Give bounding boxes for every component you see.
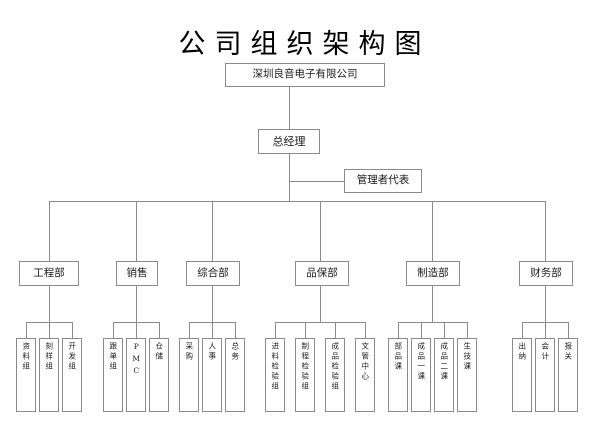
connector-bus-to-dept-manufacturing	[432, 201, 433, 261]
connector-gm-to-bus	[289, 154, 290, 201]
connector-drop-quality-3	[335, 322, 336, 338]
org-node-dept-quality-label: 品保部	[306, 266, 338, 279]
connector-drop-manufacturing-3	[444, 322, 445, 338]
org-node-company-label: 深圳良音电子有限公司	[252, 68, 358, 81]
org-leaf-engineering-1[interactable]: 资料组	[16, 338, 36, 412]
connector-drop-quality-1	[275, 322, 276, 338]
connector-dept-sales-stem	[136, 286, 137, 322]
connector-drop-manufacturing-4	[467, 322, 468, 338]
connector-dept-manufacturing-childbus	[398, 322, 468, 323]
connector-dept-finance-stem	[545, 286, 546, 322]
org-node-dept-manufacturing-label: 制造部	[417, 266, 449, 279]
org-leaf-sales-2-label: PMC	[131, 342, 141, 378]
org-leaf-manufacturing-2-label: 成品一课	[416, 342, 426, 382]
org-leaf-engineering-2-label: 刻样组	[44, 342, 54, 372]
org-leaf-sales-3-label: 仓储	[154, 342, 164, 362]
connector-dept-quality-stem	[320, 286, 321, 322]
org-leaf-manufacturing-1-label: 部品课	[393, 342, 403, 372]
connector-drop-engineering-2	[49, 322, 50, 338]
org-leaf-finance-2-label: 会计	[540, 342, 550, 362]
org-node-general-manager[interactable]: 总经理	[258, 129, 320, 154]
connector-drop-finance-3	[568, 322, 569, 338]
org-leaf-general-affairs-1[interactable]: 采购	[179, 338, 199, 412]
org-leaf-general-affairs-1-label: 采购	[184, 342, 194, 362]
org-leaf-general-affairs-3[interactable]: 总务	[225, 338, 245, 412]
org-node-dept-finance-label: 财务部	[530, 266, 562, 279]
org-leaf-engineering-2[interactable]: 刻样组	[39, 338, 59, 412]
connector-drop-general-affairs-2	[212, 322, 213, 338]
org-leaf-quality-1-label: 进料检验组	[270, 342, 280, 392]
connector-drop-quality-4	[365, 322, 366, 338]
connector-bus-to-dept-quality	[320, 201, 321, 261]
connector-company-to-gm	[289, 87, 290, 129]
org-node-dept-engineering[interactable]: 工程部	[19, 261, 79, 286]
org-leaf-manufacturing-4-label: 生技课	[462, 342, 472, 372]
org-leaf-quality-1[interactable]: 进料检验组	[265, 338, 285, 412]
connector-gm-to-rep	[289, 181, 345, 182]
org-leaf-finance-1-label: 出纳	[517, 342, 527, 362]
connector-bus-to-dept-sales	[136, 201, 137, 261]
connector-drop-sales-1	[113, 322, 114, 338]
org-node-dept-sales[interactable]: 销售	[116, 261, 158, 286]
org-leaf-manufacturing-3[interactable]: 成品二课	[434, 338, 454, 412]
connector-drop-manufacturing-2	[421, 322, 422, 338]
org-leaf-manufacturing-2[interactable]: 成品一课	[411, 338, 431, 412]
org-node-dept-general-affairs-label: 综合部	[197, 266, 229, 279]
org-leaf-sales-1-label: 跟单组	[108, 342, 118, 372]
org-leaf-finance-3[interactable]: 报关	[558, 338, 578, 412]
org-node-company[interactable]: 深圳良音电子有限公司	[225, 63, 385, 87]
connector-dept-quality-childbus	[275, 322, 365, 323]
connector-drop-sales-3	[159, 322, 160, 338]
org-leaf-engineering-3[interactable]: 开发组	[62, 338, 82, 412]
connector-drop-engineering-1	[26, 322, 27, 338]
org-node-dept-general-affairs[interactable]: 综合部	[186, 261, 240, 286]
org-leaf-general-affairs-2-label: 人事	[207, 342, 217, 362]
org-node-management-representative-label: 管理者代表	[356, 174, 410, 187]
connector-dept-manufacturing-stem	[432, 286, 433, 322]
connector-drop-general-affairs-1	[189, 322, 190, 338]
org-leaf-engineering-1-label: 资料组	[21, 342, 31, 372]
org-leaf-finance-1[interactable]: 出纳	[512, 338, 532, 412]
org-leaf-quality-4-label: 文管中心	[360, 342, 370, 382]
connector-department-bus	[49, 201, 545, 202]
connector-drop-quality-2	[305, 322, 306, 338]
org-leaf-sales-2[interactable]: PMC	[126, 338, 146, 412]
connector-drop-manufacturing-1	[398, 322, 399, 338]
connector-bus-to-dept-general-affairs	[212, 201, 213, 261]
connector-drop-finance-1	[522, 322, 523, 338]
org-leaf-manufacturing-3-label: 成品二课	[439, 342, 449, 382]
org-leaf-general-affairs-3-label: 总务	[230, 342, 240, 362]
connector-drop-general-affairs-3	[235, 322, 236, 338]
connector-drop-engineering-3	[72, 322, 73, 338]
connector-drop-finance-2	[545, 322, 546, 338]
org-leaf-manufacturing-4[interactable]: 生技课	[457, 338, 477, 412]
org-leaf-sales-3[interactable]: 仓储	[149, 338, 169, 412]
org-leaf-general-affairs-2[interactable]: 人事	[202, 338, 222, 412]
org-node-dept-quality[interactable]: 品保部	[295, 261, 349, 286]
org-leaf-sales-1[interactable]: 跟单组	[103, 338, 123, 412]
org-leaf-finance-3-label: 报关	[563, 342, 573, 362]
org-node-general-manager-label: 总经理	[272, 134, 306, 148]
org-leaf-finance-2[interactable]: 会计	[535, 338, 555, 412]
connector-bus-to-dept-engineering	[49, 201, 50, 261]
org-leaf-manufacturing-1[interactable]: 部品课	[388, 338, 408, 412]
org-node-dept-engineering-label: 工程部	[33, 266, 65, 279]
org-leaf-quality-3[interactable]: 成品检验组	[325, 338, 345, 412]
page-title: 公司组织架构图	[178, 29, 431, 60]
org-node-dept-sales-label: 销售	[126, 266, 148, 279]
org-node-dept-manufacturing[interactable]: 制造部	[406, 261, 460, 286]
org-leaf-quality-2[interactable]: 制程检验组	[295, 338, 315, 412]
org-leaf-engineering-3-label: 开发组	[67, 342, 77, 372]
connector-dept-general-affairs-stem	[212, 286, 213, 322]
org-node-management-representative[interactable]: 管理者代表	[344, 169, 422, 193]
connector-dept-engineering-stem	[49, 286, 50, 322]
org-leaf-quality-3-label: 成品检验组	[330, 342, 340, 392]
connector-bus-to-dept-finance	[545, 201, 546, 261]
org-leaf-quality-2-label: 制程检验组	[300, 342, 310, 392]
org-leaf-quality-4[interactable]: 文管中心	[355, 338, 375, 412]
org-node-dept-finance[interactable]: 财务部	[519, 261, 573, 286]
connector-drop-sales-2	[136, 322, 137, 338]
